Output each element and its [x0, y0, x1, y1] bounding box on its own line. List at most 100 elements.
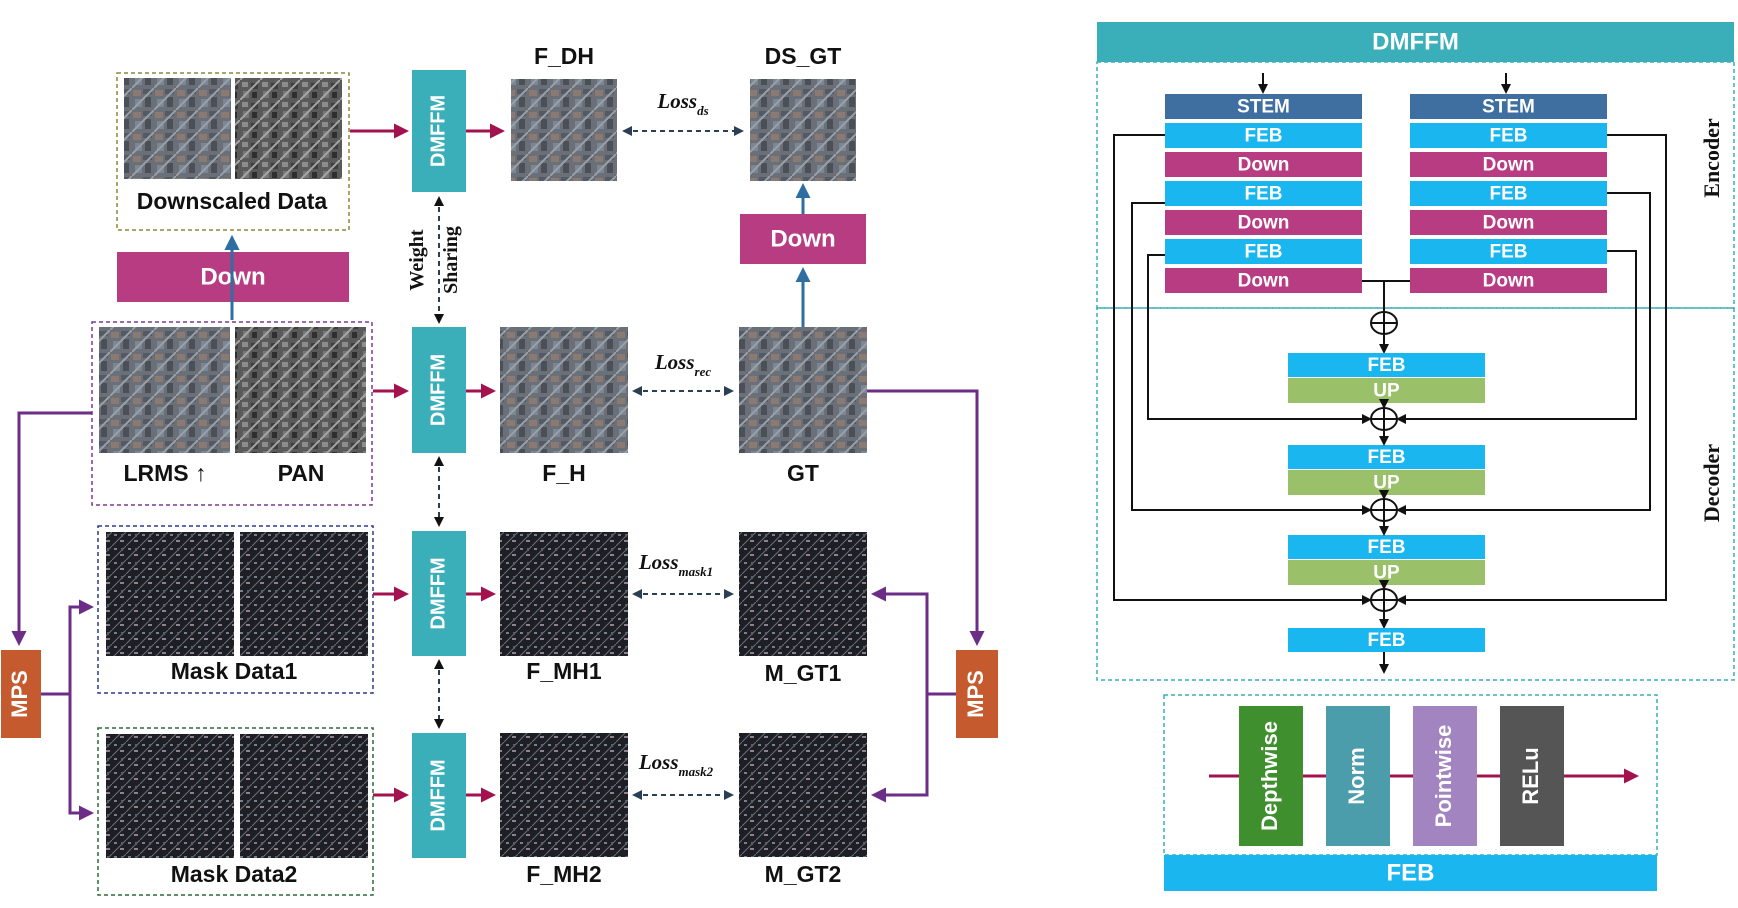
lrms-image	[99, 327, 230, 453]
encoder-left-2-down-label: Down	[1238, 155, 1290, 176]
mask1-caption: Mask Data1	[171, 658, 298, 684]
feb-block-depthwise-label: Depthwise	[1257, 721, 1282, 831]
decoder-feb-2	[1288, 445, 1485, 469]
arrow-mps-to-mask1	[41, 599, 94, 696]
encoder-left-5-feb	[1165, 239, 1362, 264]
encoder-left-2-down	[1165, 152, 1362, 177]
encoder-right-2-down-label: Down	[1483, 155, 1535, 176]
encoder-label: Encoder	[1699, 118, 1724, 198]
encoder-left-4-down-label: Down	[1238, 213, 1290, 234]
encoder-left-6-down-label: Down	[1238, 271, 1290, 292]
arrow-lrms-to-mps	[11, 411, 92, 646]
mask1-image-a	[106, 532, 234, 656]
decoder-up-3-label: UP	[1373, 563, 1400, 584]
skip-left-3	[1147, 254, 1372, 424]
mask2-image-b	[240, 734, 368, 858]
decoder-final-feb-label: FEB	[1368, 630, 1406, 651]
pan-label: PAN	[278, 460, 325, 486]
mask2-image-a	[106, 734, 234, 858]
down-right-box-label: Down	[770, 225, 835, 252]
ds-gt-image	[750, 79, 856, 181]
ds-gt-label: DS_GT	[765, 43, 842, 69]
m-gt2-image	[739, 733, 867, 857]
loss-mask2-label: Lossmask2	[638, 750, 714, 779]
dmffm-title-bar	[1097, 22, 1734, 62]
feb-block-pointwise	[1413, 706, 1477, 846]
encoder-left-3-feb	[1165, 181, 1362, 206]
feb-block-norm	[1326, 706, 1390, 846]
weight-sharing-label-2: Sharing	[440, 226, 462, 294]
pan-image	[235, 327, 366, 453]
encoder-right-1-feb	[1410, 123, 1607, 148]
loss-ds-label: Lossds	[656, 89, 708, 118]
m-gt2-label: M_GT2	[765, 861, 842, 887]
feb-block-pointwise-label: Pointwise	[1431, 725, 1456, 828]
f-dh-image	[511, 79, 617, 181]
f-dh-label: F_DH	[534, 43, 594, 69]
m-gt1-label: M_GT1	[765, 660, 842, 686]
feb-block-relu	[1500, 706, 1564, 846]
encoder-left-4-down	[1165, 210, 1362, 235]
decoder-feb-2-label: FEB	[1368, 447, 1406, 468]
mask2-frame	[97, 727, 374, 896]
f-h-image	[500, 327, 628, 453]
loss-rec-label: Lossrec	[654, 350, 712, 379]
down-right-box	[740, 214, 866, 264]
gt-image	[739, 327, 867, 453]
mask2-caption: Mask Data2	[171, 861, 298, 887]
mask1-image-b	[240, 532, 368, 656]
dmffm-mask2-label: DMFFM	[427, 759, 449, 831]
encoder-right-3-feb-label: FEB	[1490, 184, 1528, 205]
arrow-mps-to-mgt1	[871, 586, 956, 696]
mps-right-box	[956, 650, 998, 738]
lrms-label: LRMS ↑	[123, 460, 206, 486]
feb-title-bar-label: FEB	[1387, 859, 1435, 886]
encoder-right-5-feb-label: FEB	[1490, 242, 1528, 263]
encoder-frame	[1096, 61, 1735, 309]
downscaled-data-frame	[116, 72, 350, 231]
decoder-up-1-label: UP	[1373, 381, 1400, 402]
mps-right-box-label: MPS	[963, 670, 988, 718]
mps-left-box-label: MPS	[7, 670, 32, 718]
decoder-feb-1-label: FEB	[1368, 355, 1406, 376]
encoder-right-3-feb	[1410, 181, 1607, 206]
encoder-right-1-feb-label: FEB	[1490, 126, 1528, 147]
dmffm-main-label: DMFFM	[427, 354, 449, 426]
feb-title-bar	[1164, 855, 1657, 891]
f-mh2-image	[500, 733, 628, 857]
decoder-frame	[1096, 307, 1735, 681]
encoder-left-1-feb-label: FEB	[1245, 126, 1283, 147]
encoder-right-6-down-label: Down	[1483, 271, 1535, 292]
encoder-left-6-down	[1165, 268, 1362, 293]
skip-left-1	[1113, 134, 1372, 605]
encoder-left-0-stem-label: STEM	[1237, 97, 1290, 118]
encoder-right-6-down	[1410, 268, 1607, 293]
decoder-label: Decoder	[1699, 444, 1724, 522]
encoder-right-4-down-label: Down	[1483, 213, 1535, 234]
skip-right-3	[1396, 250, 1637, 424]
mps-left-box	[1, 650, 41, 738]
skip-left-2	[1131, 202, 1372, 515]
feb-block-depthwise	[1239, 706, 1303, 846]
decoder-feb-3-label: FEB	[1368, 537, 1406, 558]
arrow-gt-to-mps	[867, 389, 985, 646]
arrow-mps-to-mask2	[68, 694, 94, 821]
encoder-right-2-down	[1410, 152, 1607, 177]
f-mh2-label: F_MH2	[526, 861, 601, 887]
encoder-left-5-feb-label: FEB	[1245, 242, 1283, 263]
skip-right-1	[1396, 134, 1667, 605]
decoder-up-1	[1288, 378, 1485, 403]
feb-block-relu-label: RELu	[1518, 747, 1543, 804]
skip-right-2	[1396, 192, 1651, 515]
mask1-frame	[97, 525, 374, 694]
feb-block-norm-label: Norm	[1344, 747, 1369, 804]
decoder-up-2-label: UP	[1373, 473, 1400, 494]
m-gt1-image	[739, 532, 867, 656]
encoder-right-5-feb	[1410, 239, 1607, 264]
f-mh1-image	[500, 532, 628, 656]
dmffm-mask1	[412, 531, 466, 656]
decoder-feb-3	[1288, 535, 1485, 559]
f-h-label: F_H	[542, 460, 585, 486]
downscaled-data-caption: Downscaled Data	[137, 188, 328, 214]
